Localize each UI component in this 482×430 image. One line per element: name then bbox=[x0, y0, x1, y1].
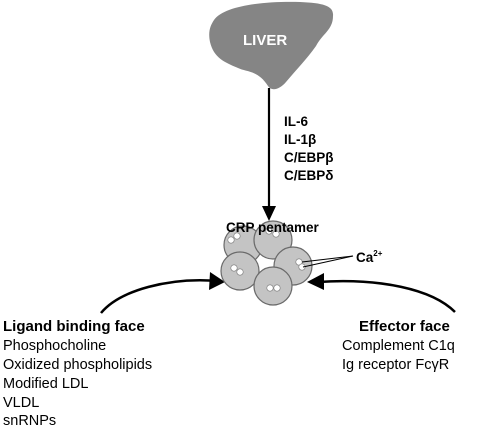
ligand-item: Modified LDL bbox=[3, 376, 89, 392]
liver-shape bbox=[209, 1, 334, 90]
calcium-pointer bbox=[301, 255, 354, 263]
calcium-pointer bbox=[302, 255, 354, 268]
cytokine-label: IL-1β bbox=[284, 132, 317, 147]
ligand-binding-arrow bbox=[100, 279, 219, 314]
cytokine-label: IL-6 bbox=[284, 114, 309, 129]
effector-face-heading: Effector face bbox=[359, 318, 450, 335]
ligand-face-heading: Ligand binding face bbox=[3, 318, 145, 335]
ligand-item: VLDL bbox=[3, 395, 40, 411]
cytokine-label: C/EBPβ bbox=[284, 150, 334, 165]
liver-label: LIVER bbox=[243, 32, 288, 49]
calcium-base: Ca bbox=[356, 250, 374, 265]
calcium-charge: 2+ bbox=[373, 249, 383, 258]
effector-item: Complement C1q bbox=[342, 338, 455, 354]
ligand-item: Oxidized phospholipids bbox=[3, 357, 153, 373]
pentamer-label: CRP pentamer bbox=[226, 220, 319, 235]
ligand-item: Phosphocholine bbox=[3, 338, 107, 354]
calcium-label: Ca2+ bbox=[356, 250, 382, 265]
ligand-item: snRNPs bbox=[3, 413, 57, 429]
secretion-arrowhead bbox=[262, 206, 276, 221]
ligand-binding-arrowhead bbox=[209, 272, 225, 290]
cytokine-label: C/EBPδ bbox=[284, 168, 334, 183]
calcium-sites bbox=[227, 227, 306, 292]
effector-binding-arrow bbox=[317, 279, 456, 313]
effector-binding-arrowhead bbox=[307, 273, 324, 290]
effector-item: Ig receptor FcγR bbox=[342, 357, 450, 373]
pentamer-subunit bbox=[253, 266, 293, 306]
